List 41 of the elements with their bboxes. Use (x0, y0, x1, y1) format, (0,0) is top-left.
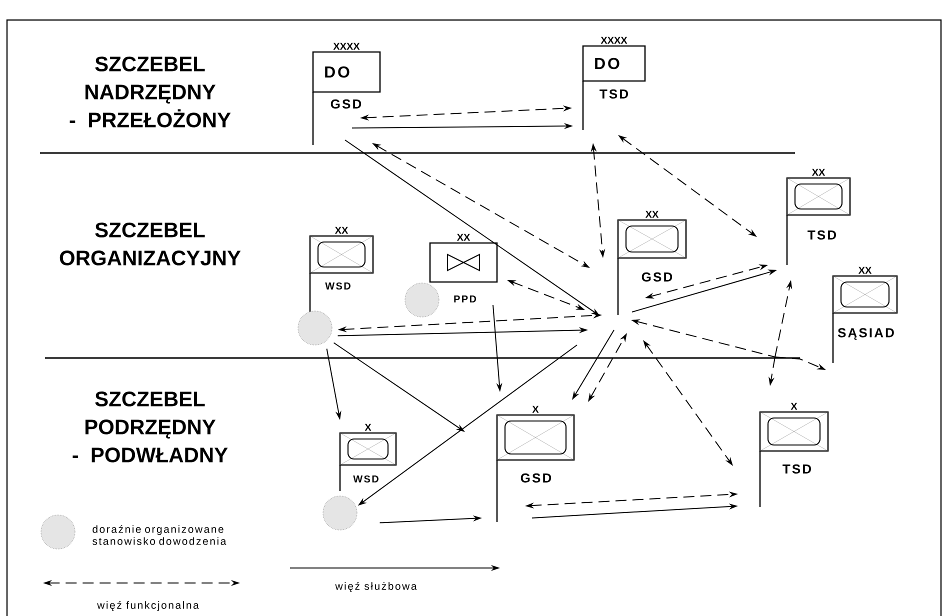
echelon-mark: XXXX (600, 36, 628, 44)
unit-label: GSD (642, 272, 672, 282)
unit-flag-symbol (759, 402, 829, 507)
echelon-mark: X (790, 402, 798, 410)
echelon-mark: X (532, 406, 539, 413)
level-label: SZCZEBEL NADRZĘDNY - PRZEŁOŻONY (70, 56, 231, 128)
command-post-circle (298, 310, 332, 346)
command-post-circle (322, 496, 358, 530)
unit-designator: DO (325, 66, 350, 78)
unit-label: GSD (330, 99, 362, 109)
unit-flag-symbol (832, 266, 898, 363)
unit-label: TSD (808, 230, 836, 240)
unit-label: PPD (454, 296, 476, 302)
unit-flag-symbol (496, 406, 575, 522)
echelon-mark: X (364, 424, 372, 431)
unit-flag-symbol (309, 226, 374, 312)
legend-text: doraźnie organizowane stanowisko dowodzenia (92, 525, 226, 545)
legend-text: więź funkcjonalna (97, 601, 199, 611)
echelon-mark: XX (456, 234, 470, 241)
unit-label: WSD (353, 475, 378, 483)
unit-label: TSD (600, 89, 628, 99)
unit-flag-symbol (582, 36, 646, 130)
unit-flag-symbol (617, 210, 687, 315)
unit-flag-symbol (429, 234, 498, 302)
unit-flag-symbol (312, 42, 381, 145)
unit-designator: DO (595, 58, 620, 70)
echelon-mark: XX (858, 266, 872, 274)
echelon-mark: XXXX (333, 42, 360, 50)
unit-label: GSD (520, 473, 552, 483)
level-label: SZCZEBEL ORGANIZACYJNY (60, 222, 241, 266)
echelon-mark: XX (645, 210, 659, 218)
unit-label: WSD (325, 282, 350, 290)
unit-flag-symbol (339, 424, 397, 491)
unit-flag-symbol (786, 168, 851, 265)
legend-text: więź służbowa (335, 582, 417, 592)
level-label: SZCZEBEL PODRZĘDNY - PODWŁADNY (72, 392, 228, 462)
unit-label: TSD (782, 464, 811, 474)
command-post-circle (404, 282, 440, 318)
echelon-mark: XX (812, 168, 826, 176)
echelon-mark: XX (334, 226, 348, 234)
unit-label: SĄSIAD (838, 328, 894, 340)
